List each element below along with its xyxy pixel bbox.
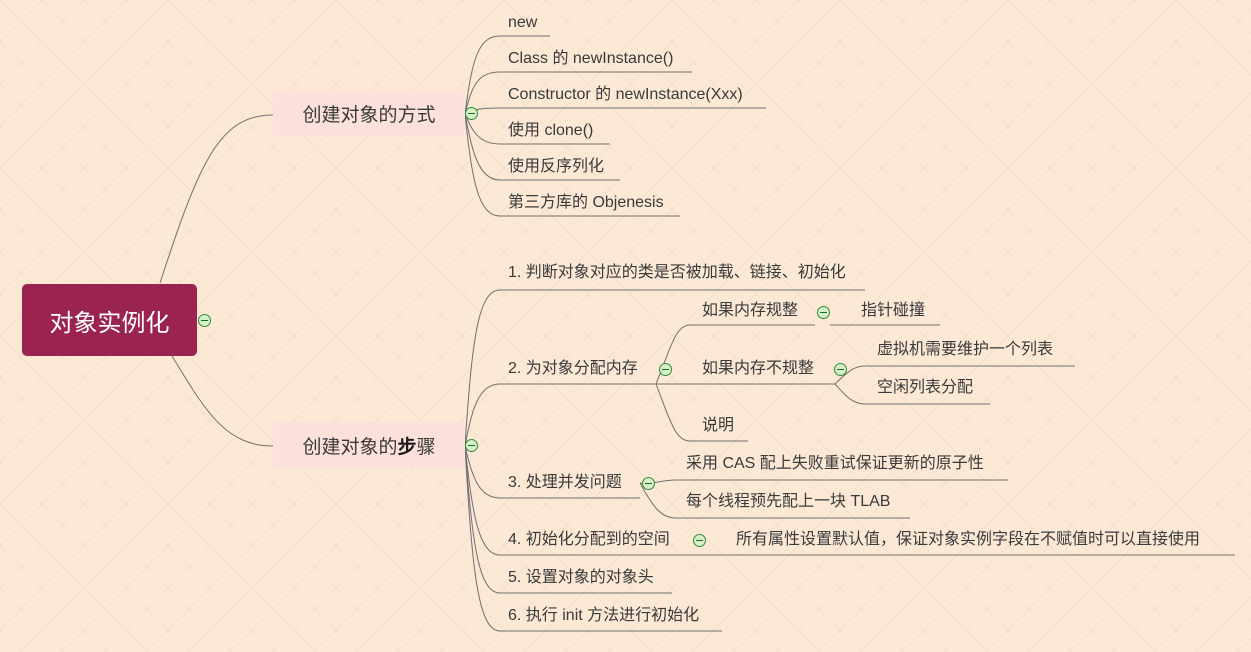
step2-note[interactable]: 说明 xyxy=(702,417,735,434)
root-node[interactable]: 对象实例化 xyxy=(22,284,197,356)
way-item-class-newinstance[interactable]: Class 的 newInstance() xyxy=(508,50,674,67)
step2-irregular-collapse-icon[interactable] xyxy=(834,363,847,376)
ways-label: 创建对象的方式 xyxy=(302,104,436,126)
step2-regular-child[interactable]: 指针碰撞 xyxy=(861,302,926,319)
step-2[interactable]: 2. 为对象分配内存 xyxy=(508,360,638,377)
ways-collapse-icon[interactable] xyxy=(465,107,478,120)
steps-label-part1: 创建对象的 xyxy=(302,436,398,458)
step4-child[interactable]: 所有属性设置默认值，保证对象实例字段在不赋值时可以直接使用 xyxy=(736,531,1201,548)
step2-collapse-icon[interactable] xyxy=(659,363,672,376)
way-item-deserialize[interactable]: 使用反序列化 xyxy=(508,158,605,175)
way-item-new[interactable]: new xyxy=(508,14,538,31)
step2-irregular-child-1[interactable]: 虚拟机需要维护一个列表 xyxy=(877,341,1054,358)
step-4[interactable]: 4. 初始化分配到的空间 xyxy=(508,531,670,548)
step-1[interactable]: 1. 判断对象对应的类是否被加载、链接、初始化 xyxy=(508,264,846,281)
step-5[interactable]: 5. 设置对象的对象头 xyxy=(508,569,654,586)
steps-label-part3: 骤 xyxy=(416,436,436,458)
step-6[interactable]: 6. 执行 init 方法进行初始化 xyxy=(508,607,700,624)
step2-irregular[interactable]: 如果内存不规整 xyxy=(702,360,815,377)
step2-regular[interactable]: 如果内存规整 xyxy=(702,302,799,319)
step2-irregular-child-2[interactable]: 空闲列表分配 xyxy=(877,379,974,396)
way-item-clone[interactable]: 使用 clone() xyxy=(508,122,594,139)
steps-collapse-icon[interactable] xyxy=(465,439,478,452)
ways-node[interactable]: 创建对象的方式 xyxy=(273,90,465,136)
step4-collapse-icon[interactable] xyxy=(693,534,706,547)
root-label: 对象实例化 xyxy=(49,309,170,337)
step3-child-1[interactable]: 采用 CAS 配上失败重试保证更新的原子性 xyxy=(686,455,984,472)
step3-child-2[interactable]: 每个线程预先配上一块 TLAB xyxy=(686,493,891,510)
step3-collapse-icon[interactable] xyxy=(642,477,655,490)
way-item-objenesis[interactable]: 第三方库的 Objenesis xyxy=(508,194,664,211)
steps-node[interactable]: 创建对象的步骤 xyxy=(273,422,465,468)
step-3[interactable]: 3. 处理并发问题 xyxy=(508,474,622,491)
root-collapse-icon[interactable] xyxy=(198,314,211,327)
connector-root-ways xyxy=(159,114,274,284)
steps-label-part2: 步 xyxy=(397,436,417,458)
step2-regular-collapse-icon[interactable] xyxy=(817,306,830,319)
connector-root-steps xyxy=(171,355,274,447)
way-item-constructor-newinstance[interactable]: Constructor 的 newInstance(Xxx) xyxy=(508,86,743,103)
